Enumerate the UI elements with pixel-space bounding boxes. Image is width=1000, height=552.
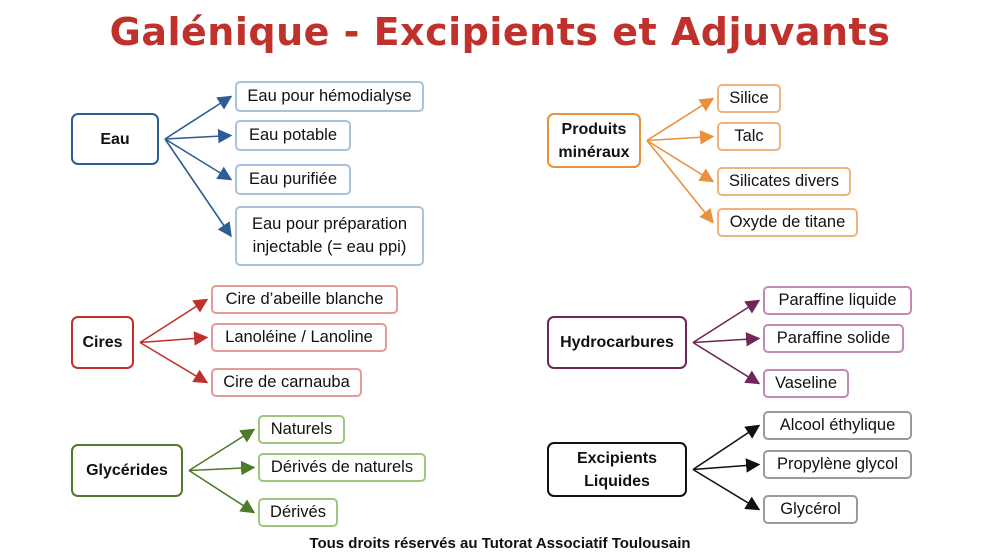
arrow-glycerides-to-derives — [188, 469, 256, 514]
leaf-box-oxyde-de-titane-label: Oxyde de titane — [729, 213, 846, 231]
leaf-box-lanoleine-lanoline-label: Lanoléine / Lanoline — [225, 328, 373, 346]
leaf-box-silice-label: Silice — [729, 89, 769, 107]
leaf-box-eau-potable-label: Eau potable — [248, 126, 338, 144]
arrow-hydrocarbures-to-vaseline — [692, 341, 761, 385]
leaf-box-eau-pour-preparation-injectable-eau-ppi: Eau pour préparation injectable (= eau p… — [235, 206, 424, 266]
category-box-cires-label: Cires — [82, 334, 123, 351]
category-box-cires: Cires — [71, 316, 134, 369]
leaf-box-silice: Silice — [717, 84, 781, 113]
leaf-box-oxyde-de-titane: Oxyde de titane — [717, 208, 858, 237]
arrow-cires-to-lanoleine-lanoline — [139, 331, 209, 346]
leaf-box-eau-potable: Eau potable — [235, 120, 351, 151]
category-box-glycerides: Glycérides — [71, 444, 183, 497]
diagram-title: Galénique - Excipients et Adjuvants — [109, 10, 891, 54]
leaf-box-eau-purifiee-label: Eau purifiée — [248, 170, 338, 188]
leaf-box-paraffine-solide: Paraffine solide — [763, 324, 904, 353]
leaf-box-alcool-ethylique-label: Alcool éthylique — [779, 416, 896, 434]
category-box-eau-label: Eau — [100, 130, 130, 148]
arrow-produits-mineraux-to-silicates-divers — [646, 139, 715, 183]
leaf-box-eau-purifiee: Eau purifiée — [235, 164, 351, 195]
leaf-box-lanoleine-lanoline: Lanoléine / Lanoline — [211, 323, 387, 352]
leaf-box-eau-pour-hemodialyse-label: Eau pour hémodialyse — [247, 87, 412, 105]
arrow-excipients-liquides-to-alcool-ethylique — [692, 424, 761, 471]
arrow-glycerides-to-derives-de-naturels — [188, 460, 256, 476]
leaf-box-propylene-glycol-label: Propylène glycol — [776, 455, 899, 473]
leaf-box-cire-d-abeille-blanche-label: Cire d’abeille blanche — [225, 290, 384, 308]
arrow-hydrocarbures-to-paraffine-solide — [692, 332, 761, 347]
arrow-hydrocarbures-to-paraffine-liquide — [692, 299, 761, 344]
category-box-produits-mineraux-label: Produits minéraux — [558, 120, 630, 161]
arrow-excipients-liquides-to-glycerol — [692, 468, 761, 511]
arrow-produits-mineraux-to-talc — [646, 130, 715, 145]
leaf-box-paraffine-solide-label: Paraffine solide — [776, 329, 891, 347]
arrow-produits-mineraux-to-silice — [646, 97, 715, 142]
category-box-excipients-liquides-label: Excipients Liquides — [576, 449, 658, 490]
leaf-box-alcool-ethylique: Alcool éthylique — [763, 411, 912, 440]
category-box-excipients-liquides: Excipients Liquides — [547, 442, 687, 497]
leaf-box-derives-de-naturels: Dérivés de naturels — [258, 453, 426, 482]
leaf-box-paraffine-liquide: Paraffine liquide — [763, 286, 912, 315]
leaf-box-glycerol: Glycérol — [763, 495, 858, 524]
leaf-box-eau-pour-preparation-injectable-eau-ppi-label: Eau pour préparation injectable (= eau p… — [251, 215, 408, 256]
leaf-box-glycerol-label: Glycérol — [780, 500, 841, 518]
leaf-box-vaseline-label: Vaseline — [774, 374, 838, 392]
leaf-box-derives-de-naturels-label: Dérivés de naturels — [270, 458, 414, 476]
arrow-eau-to-eau-pour-preparation-injectable-eau-ppi — [164, 138, 232, 238]
leaf-box-silicates-divers-label: Silicates divers — [728, 172, 840, 190]
arrow-glycerides-to-naturels — [188, 428, 256, 472]
arrow-produits-mineraux-to-oxyde-de-titane — [646, 139, 714, 224]
leaf-box-cire-de-carnauba-label: Cire de carnauba — [223, 373, 350, 391]
leaf-box-cire-d-abeille-blanche: Cire d’abeille blanche — [211, 285, 398, 314]
arrow-excipients-liquides-to-propylene-glycol — [692, 458, 761, 473]
arrow-cires-to-cire-d-abeille-blanche — [139, 298, 209, 344]
leaf-box-talc-label: Talc — [734, 127, 764, 145]
leaf-box-cire-de-carnauba: Cire de carnauba — [211, 368, 362, 397]
leaf-box-derives: Dérivés — [258, 498, 338, 527]
leaf-box-vaseline: Vaseline — [763, 369, 849, 398]
arrow-eau-to-eau-pour-hemodialyse — [164, 95, 233, 140]
category-box-eau: Eau — [71, 113, 159, 165]
leaf-box-naturels: Naturels — [258, 415, 345, 444]
leaf-box-propylene-glycol: Propylène glycol — [763, 450, 912, 479]
category-box-glycerides-label: Glycérides — [86, 462, 168, 479]
leaf-box-talc: Talc — [717, 122, 781, 151]
category-box-hydrocarbures: Hydrocarbures — [547, 316, 687, 369]
arrow-eau-to-eau-purifiee — [164, 138, 233, 181]
category-box-hydrocarbures-label: Hydrocarbures — [560, 334, 674, 351]
leaf-box-derives-label: Dérivés — [270, 503, 326, 521]
leaf-box-silicates-divers: Silicates divers — [717, 167, 851, 196]
leaf-box-naturels-label: Naturels — [270, 420, 333, 438]
arrow-eau-to-eau-potable — [164, 128, 233, 144]
footer-copyright: Tous droits réservés au Tutorat Associat… — [309, 535, 691, 552]
leaf-box-eau-pour-hemodialyse: Eau pour hémodialyse — [235, 81, 424, 112]
arrow-cires-to-cire-de-carnauba — [139, 341, 209, 384]
category-box-produits-mineraux: Produits minéraux — [547, 113, 641, 168]
leaf-box-paraffine-liquide-label: Paraffine liquide — [778, 291, 897, 309]
